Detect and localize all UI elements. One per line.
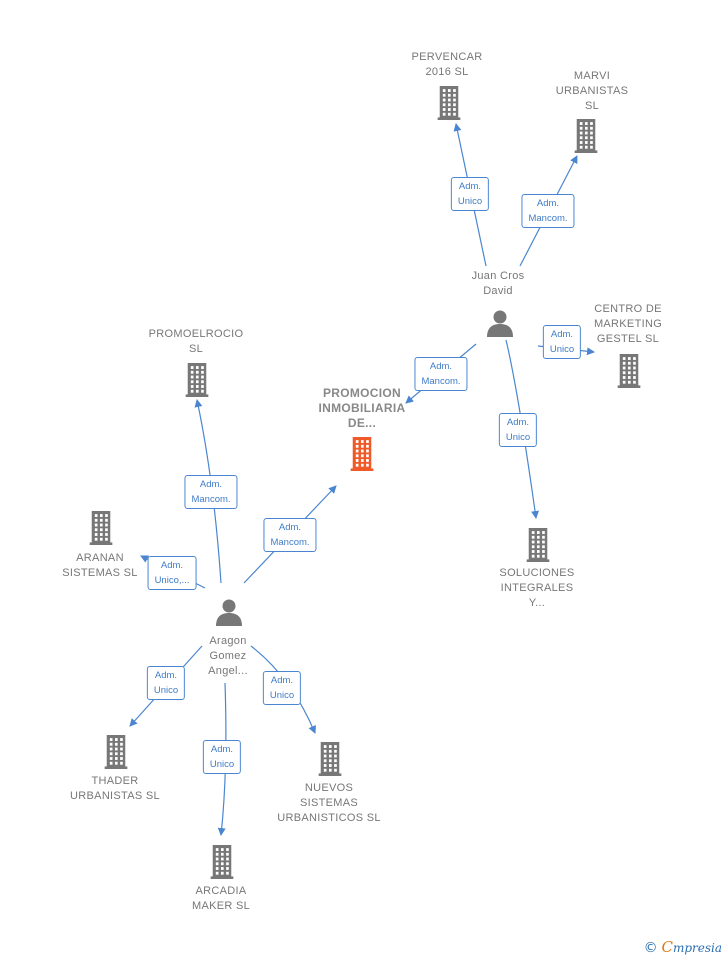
brand-initial: C [661,938,673,956]
building-icon[interactable] [88,511,114,550]
building-icon[interactable] [103,735,129,774]
copyright-symbol: © [643,940,658,956]
edge-label-juan-promocion[interactable]: Adm. Mancom. [414,357,468,391]
building-icon[interactable] [317,742,343,781]
building-icon[interactable] [209,845,235,884]
node-label-marvi[interactable]: MARVI URBANISTAS SL [555,70,629,112]
edge-label-juan-centro[interactable]: Adm. Unico [542,325,582,359]
building-icon[interactable] [573,119,599,158]
edge-label-aragon-promocion[interactable]: Adm. Mancom. [263,518,317,552]
building-icon[interactable] [616,354,642,393]
node-label-promocion[interactable]: PROMOCION INMOBILIARIA DE... [318,386,406,430]
edge-label-aragon-nuevos[interactable]: Adm. Unico [262,671,302,705]
node-label-pervencar[interactable]: PERVENCAR 2016 SL [411,51,483,78]
brand-watermark: © Cmpresia [644,938,722,956]
person-icon[interactable] [214,597,244,632]
node-label-nuevos[interactable]: NUEVOS SISTEMAS URBANISTICOS SL [277,782,381,824]
node-label-thader[interactable]: THADER URBANISTAS SL [70,775,160,802]
node-label-aragon[interactable]: Aragon Gomez Angel... [208,635,248,677]
edge-label-aragon-thader[interactable]: Adm. Unico [146,666,186,700]
node-label-arcadia[interactable]: ARCADIA MAKER SL [191,885,251,912]
edge-juan-soluciones [505,339,539,519]
node-label-aranan[interactable]: ARANAN SISTEMAS SL [62,552,138,579]
node-label-centro[interactable]: CENTRO DE MARKETING GESTEL SL [593,303,663,345]
node-label-promoelrocio[interactable]: PROMOELROCIO SL [148,328,244,355]
building-icon[interactable] [349,437,375,476]
building-icon[interactable] [184,363,210,402]
edge-label-juan-marvi[interactable]: Adm. Mancom. [521,194,575,228]
person-icon[interactable] [485,308,515,343]
node-label-soluciones[interactable]: SOLUCIONES INTEGRALES Y... [499,567,575,609]
building-icon[interactable] [525,528,551,567]
edge-label-juan-soluciones[interactable]: Adm. Unico [498,413,538,447]
node-label-juan[interactable]: Juan Cros David [471,270,525,297]
building-icon[interactable] [436,86,462,125]
edge-label-aragon-arcadia[interactable]: Adm. Unico [202,740,242,774]
brand-name: mpresia [672,941,722,955]
edge-label-aragon-aranan[interactable]: Adm. Unico,... [147,556,197,590]
edge-label-aragon-promoelrocio[interactable]: Adm. Mancom. [184,475,238,509]
edge-label-juan-pervencar[interactable]: Adm. Unico [450,177,490,211]
